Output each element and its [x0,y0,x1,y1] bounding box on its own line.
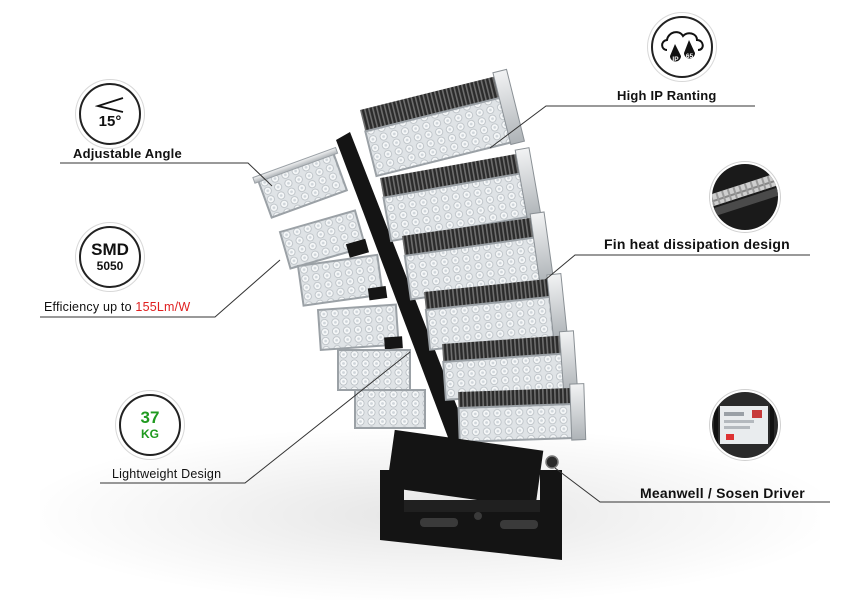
angle-label: Adjustable Angle [73,146,182,161]
efficiency-label: Efficiency up to 155Lm/W [44,300,190,314]
angle-value: 15° [98,113,122,130]
left-modules [252,146,426,429]
fin-photo [712,164,778,230]
angle-icon [95,97,124,113]
efficiency-highlight: 155Lm/W [135,300,191,314]
angle-badge: 15° [79,83,141,145]
driver-and-bracket [380,429,562,560]
weight-unit: KG [141,427,159,441]
ip-badge: IP 65 [651,16,713,78]
fin-label: Fin heat dissipation design [604,236,790,252]
ip-text: IP [672,56,679,63]
right-modules [360,68,587,444]
cloud-ip-icon: IP 65 [661,31,704,63]
driver-label: Meanwell / Sosen Driver [640,485,805,501]
ip-label: High IP Ranting [617,88,717,103]
mount-spine [336,132,470,448]
weight-badge: 37 KG [119,394,181,456]
smd-badge: SMD 5050 [79,226,141,288]
efficiency-prefix: Efficiency up to [44,300,136,314]
weight-value: 37 [140,408,160,427]
driver-photo [712,392,778,458]
smd-line1: SMD [91,240,129,259]
ip-number: 65 [686,53,694,60]
callout-lines [40,105,830,503]
weight-label: Lightweight Design [112,467,222,481]
smd-line2: 5050 [96,259,124,273]
